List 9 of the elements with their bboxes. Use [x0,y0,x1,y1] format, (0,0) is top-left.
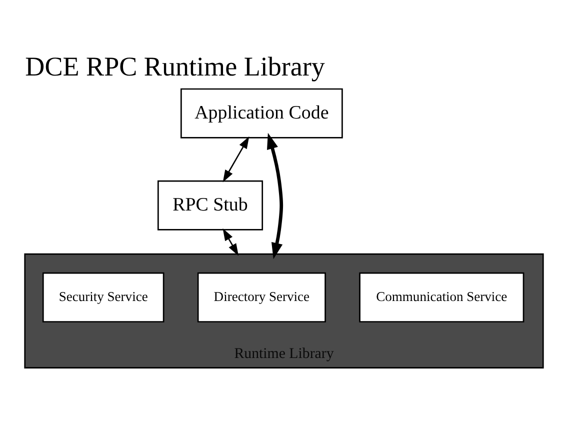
arrow [266,132,284,259]
node-box: RPC Stub [157,180,264,230]
node-box: Communication Service [359,272,524,322]
node-box: Security Service [42,272,164,322]
arrow [222,228,239,256]
node-box: Directory Service [197,272,326,322]
node-box: Application Code [180,88,343,138]
arrow [222,136,250,182]
diagram-title: DCE RPC Runtime Library [25,50,325,81]
